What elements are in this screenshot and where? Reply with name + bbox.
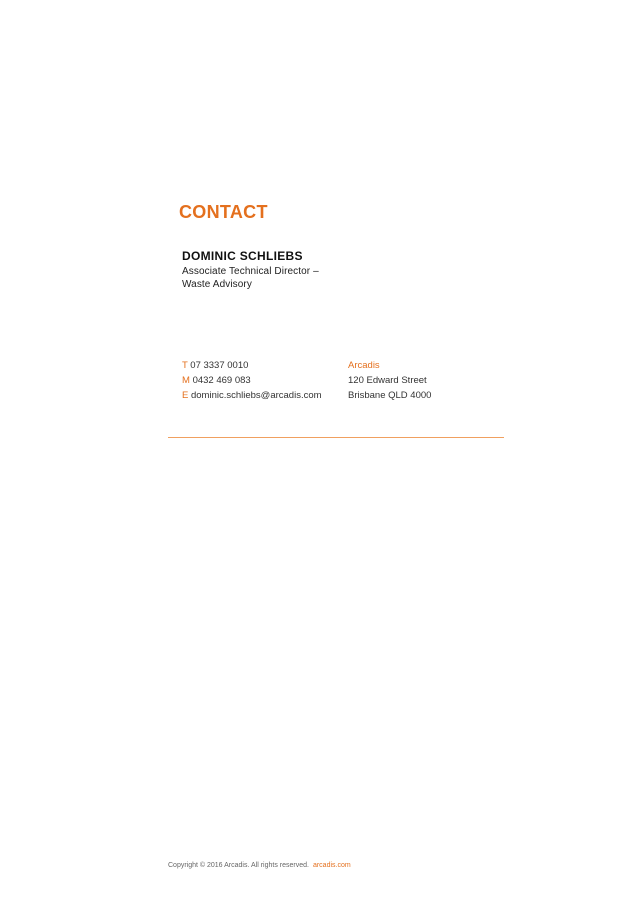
person-title-line-2: Waste Advisory <box>182 279 252 290</box>
email-address[interactable]: dominic.schliebs@arcadis.com <box>190 390 322 401</box>
divider-rule <box>168 437 504 438</box>
copyright-text: Copyright © 2016 Arcadis. All rights res… <box>168 862 309 869</box>
office-address: Arcadis 120 Edward Street Brisbane QLD 4… <box>348 358 431 403</box>
person-title-line-1: Associate Technical Director – <box>182 266 319 277</box>
mobile-prefix: M <box>182 375 190 386</box>
phone-row: T 07 3337 0010 <box>182 358 322 373</box>
mobile-number: 0432 469 083 <box>192 375 251 386</box>
footer: Copyright © 2016 Arcadis. All rights res… <box>168 862 351 869</box>
footer-link[interactable]: arcadis.com <box>312 862 351 869</box>
company-name: Arcadis <box>348 360 380 371</box>
street-address: 120 Edward Street <box>348 375 427 386</box>
contact-heading: CONTACT <box>179 202 268 222</box>
city-address: Brisbane QLD 4000 <box>348 390 432 401</box>
mobile-row: M 0432 469 083 <box>182 373 322 388</box>
email-prefix: E <box>182 390 189 401</box>
phone-prefix: T <box>182 360 188 371</box>
contact-details: T 07 3337 0010 M 0432 469 083 E dominic.… <box>182 358 322 403</box>
email-row: E dominic.schliebs@arcadis.com <box>182 388 322 403</box>
phone-number: 07 3337 0010 <box>190 360 249 371</box>
person-title: Associate Technical Director – Waste Adv… <box>182 265 319 291</box>
person-name: DOMINIC SCHLIEBS <box>182 249 303 263</box>
